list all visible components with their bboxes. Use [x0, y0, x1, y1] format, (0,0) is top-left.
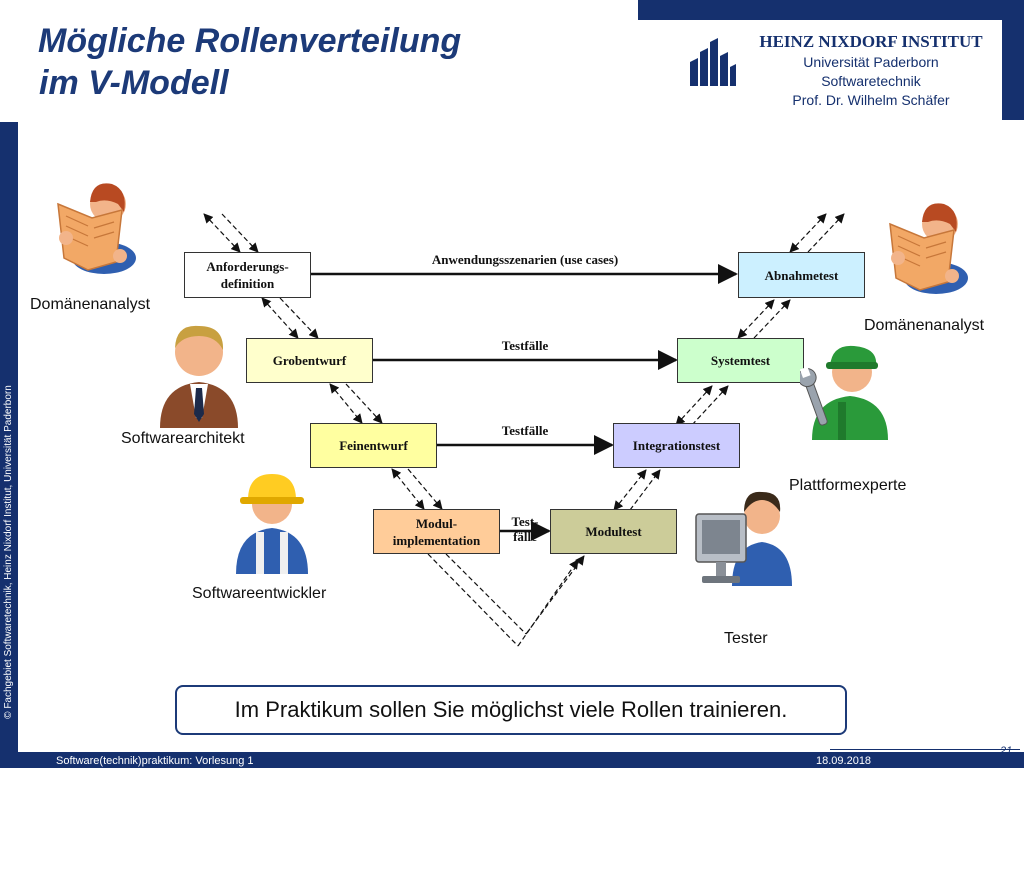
role-tester: Tester — [724, 630, 768, 647]
plattformexperte-icon — [800, 345, 888, 440]
right-bar — [1002, 0, 1024, 120]
box-modulimplementation-label: Modul- implementation — [392, 515, 481, 548]
label-testfaelle-3: Test- fälle — [511, 514, 539, 544]
slide-title: Mögliche Rollenverteilung im V-Modell — [38, 20, 461, 104]
role-plattformexperte: Plattformexperte — [789, 477, 907, 494]
softwareentwickler-icon — [236, 474, 308, 574]
domaenenanalyst-left-icon — [57, 183, 136, 274]
box-systemtest: Systemtest — [677, 338, 804, 383]
institute-department: Softwaretechnik — [821, 73, 921, 89]
role-softwareentwickler: Softwareentwickler — [192, 585, 327, 602]
footer-course: Software(technik)praktikum: Vorlesung 1 — [56, 755, 254, 767]
box-integrationstest: Integrationstest — [613, 423, 740, 468]
footer-date: 18.09.2018 — [816, 755, 872, 767]
box-grobentwurf-label: Grobentwurf — [272, 353, 347, 368]
institute-university: Universität Paderborn — [803, 54, 939, 70]
box-modultest-label: Modultest — [585, 524, 642, 539]
title-line-1: Mögliche Rollenverteilung — [38, 22, 462, 60]
label-use-cases: Anwendungsszenarien (use cases) — [431, 252, 619, 267]
label-testfaelle-1: Testfälle — [501, 338, 549, 353]
box-anforderungsdefinition: Anforderungs- definition — [184, 252, 311, 298]
domaenenanalyst-right-icon — [889, 203, 968, 294]
box-modulimplementation: Modul- implementation — [373, 509, 500, 554]
footer-bar — [0, 752, 1024, 768]
hni-logo-icon — [690, 38, 736, 86]
box-modultest: Modultest — [550, 509, 677, 554]
label-testfaelle-2: Testfälle — [501, 423, 549, 438]
box-feinentwurf-label: Feinentwurf — [339, 438, 408, 453]
v-model-arrows — [203, 213, 845, 647]
box-anforderungsdefinition-label: Anforderungs- definition — [206, 259, 289, 291]
callout-text: Im Praktikum sollen Sie möglichst viele … — [234, 697, 788, 722]
role-domaenenanalyst-right: Domänenanalyst — [864, 317, 985, 334]
box-abnahmetest: Abnahmetest — [738, 252, 865, 298]
box-feinentwurf: Feinentwurf — [310, 423, 437, 468]
institute-professor: Prof. Dr. Wilhelm Schäfer — [792, 92, 950, 108]
left-bar — [0, 122, 18, 752]
box-systemtest-label: Systemtest — [710, 353, 771, 368]
box-abnahmetest-label: Abnahmetest — [764, 267, 839, 283]
callout-box: Im Praktikum sollen Sie möglichst viele … — [175, 685, 847, 735]
tester-icon — [695, 491, 792, 586]
top-bar — [638, 0, 1024, 20]
institute-name: HEINZ NIXDORF INSTITUT — [759, 32, 983, 51]
softwarearchitekt-icon — [160, 325, 238, 428]
footer-line — [830, 749, 1020, 750]
box-grobentwurf: Grobentwurf — [246, 338, 373, 383]
title-line-2: im V-Modell — [39, 64, 229, 102]
box-integrationstest-label: Integrationstest — [632, 438, 721, 453]
page-number: 21 — [1000, 745, 1013, 757]
role-domaenenanalyst-left: Domänenanalyst — [30, 296, 151, 313]
role-softwarearchitekt: Softwarearchitekt — [121, 430, 245, 447]
